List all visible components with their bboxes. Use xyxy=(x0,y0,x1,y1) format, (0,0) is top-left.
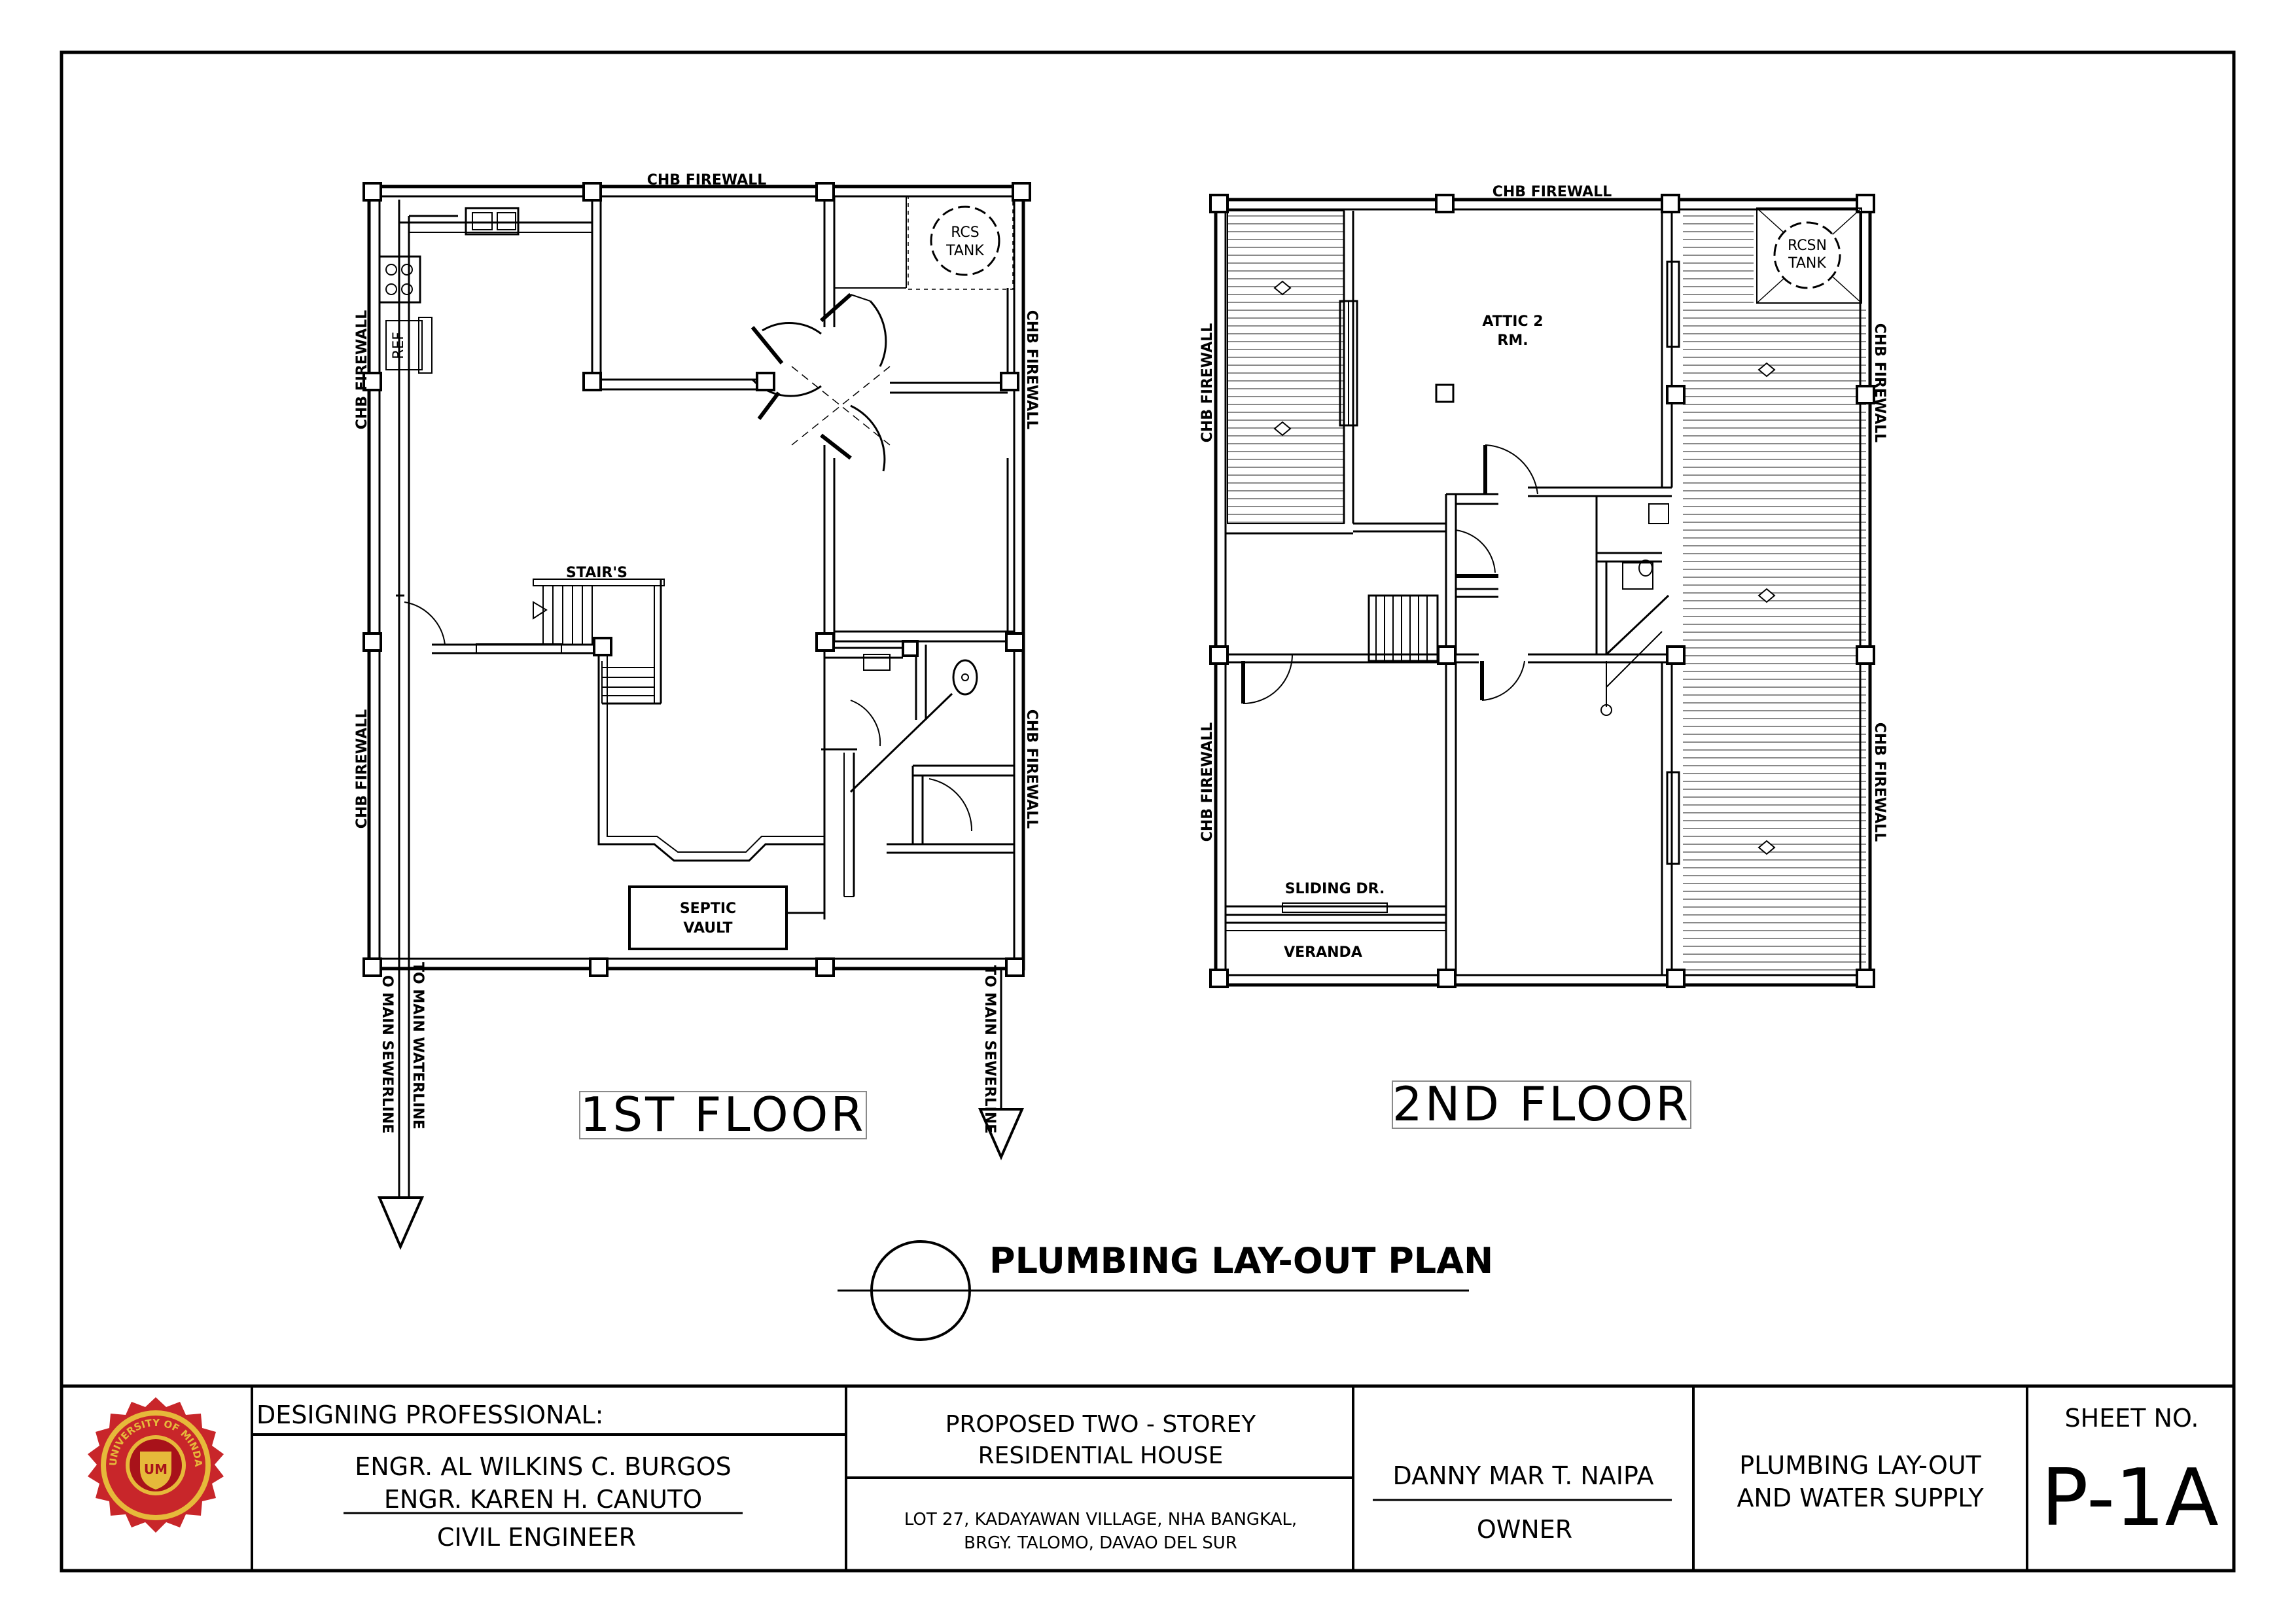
title-block xyxy=(62,1384,2234,1571)
sf-left-firewall-lower: CHB FIREWALL xyxy=(1199,722,1216,842)
ff-left-firewall-lower: CHB FIREWALL xyxy=(354,709,370,829)
title-block-text: DESIGNING PROFESSIONAL: ENGR. AL WILKINS… xyxy=(256,1400,2219,1553)
owner-label: OWNER xyxy=(1477,1515,1572,1544)
second-floor-labels: CHB FIREWALL CHB FIREWALL CHB FIREWALL C… xyxy=(1199,184,1888,961)
engineer-2: ENGR. KAREN H. CANUTO xyxy=(384,1485,702,1514)
sf-rcsn-line2: TANK xyxy=(1788,255,1826,272)
sf-title: 2ND FLOOR xyxy=(1392,1077,1691,1132)
sheet-no-label: SHEET NO. xyxy=(2065,1404,2199,1433)
engineer-1: ENGR. AL WILKINS C. BURGOS xyxy=(355,1452,732,1481)
sf-right-firewall-lower: CHB FIREWALL xyxy=(1871,722,1888,842)
university-seal: UM THE UNIVERSITY OF MINDANAO xyxy=(0,0,224,1533)
sf-sliding-door: SLIDING DR. xyxy=(1285,881,1385,897)
ff-stairs-label: STAIR'S xyxy=(566,565,627,581)
ff-right-firewall-upper: CHB FIREWALL xyxy=(1023,310,1040,430)
sheet-title-line1: PLUMBING LAY-OUT xyxy=(1739,1451,1981,1480)
first-floor-labels: CHB FIREWALL CHB FIREWALL CHB FIREWALL C… xyxy=(354,172,1040,1133)
sf-title-frame xyxy=(1392,1080,1691,1129)
sf-veranda: VERANDA xyxy=(1284,944,1362,961)
ff-water-line: TO MAIN WATERLINE xyxy=(410,962,426,1130)
engineer-role: CIVIL ENGINEER xyxy=(437,1523,636,1552)
sf-left-firewall-upper: CHB FIREWALL xyxy=(1199,323,1216,443)
first-floor-plan xyxy=(362,182,1031,1251)
svg-text:UM: UM xyxy=(144,1461,168,1477)
plan-title-group: PLUMBING LAY-OUT PLAN xyxy=(838,1240,1493,1341)
sf-right-firewall-upper: CHB FIREWALL xyxy=(1871,323,1888,443)
location-line2: BRGY. TALOMO, DAVAO DEL SUR xyxy=(964,1533,1237,1553)
ff-sewer-left: O MAIN SEWERLINE xyxy=(379,975,395,1133)
sf-attic-line1: ATTIC 2 xyxy=(1482,313,1543,330)
ff-sewer-right: TO MAIN SEWERLINE xyxy=(981,965,998,1133)
project-line2: RESIDENTIAL HOUSE xyxy=(978,1442,1224,1469)
ff-left-firewall-upper: CHB FIREWALL xyxy=(354,310,370,430)
ff-ref-label: REF xyxy=(391,332,407,359)
plan-title: PLUMBING LAY-OUT PLAN xyxy=(989,1240,1493,1281)
location-line1: LOT 27, KADAYAWAN VILLAGE, NHA BANGKAL, xyxy=(904,1510,1297,1529)
ff-rcs-tank-line1: RCS xyxy=(951,224,980,241)
ff-septic-line2: VAULT xyxy=(683,920,732,936)
sheet-border xyxy=(60,50,2236,1573)
ff-title: 1ST FLOOR xyxy=(580,1087,866,1142)
ff-septic-line1: SEPTIC xyxy=(680,901,736,917)
owner-name: DANNY MAR T. NAIPA xyxy=(1393,1461,1654,1490)
ff-right-firewall-lower: CHB FIREWALL xyxy=(1023,709,1040,829)
ff-rcs-tank-line2: TANK xyxy=(945,243,984,259)
second-floor-plan xyxy=(1209,194,1875,988)
ff-title-frame xyxy=(579,1091,867,1139)
sheet-title-line2: AND WATER SUPPLY xyxy=(1737,1484,1984,1512)
ff-top-firewall: CHB FIREWALL xyxy=(647,172,767,188)
sf-rcsn-line1: RCSN xyxy=(1788,238,1827,254)
sf-attic-line2: RM. xyxy=(1497,332,1528,349)
designing-professional-label: DESIGNING PROFESSIONAL: xyxy=(256,1400,603,1429)
sheet-no: P-1A xyxy=(2041,1453,2218,1544)
seal-text: THE UNIVERSITY OF MINDANAO xyxy=(0,0,204,1467)
sf-top-firewall: CHB FIREWALL xyxy=(1492,184,1612,200)
svg-text:THE UNIVERSITY OF MINDANAO: THE UNIVERSITY OF MINDANAO xyxy=(0,0,204,1467)
project-line1: PROPOSED TWO - STOREY xyxy=(945,1411,1257,1438)
